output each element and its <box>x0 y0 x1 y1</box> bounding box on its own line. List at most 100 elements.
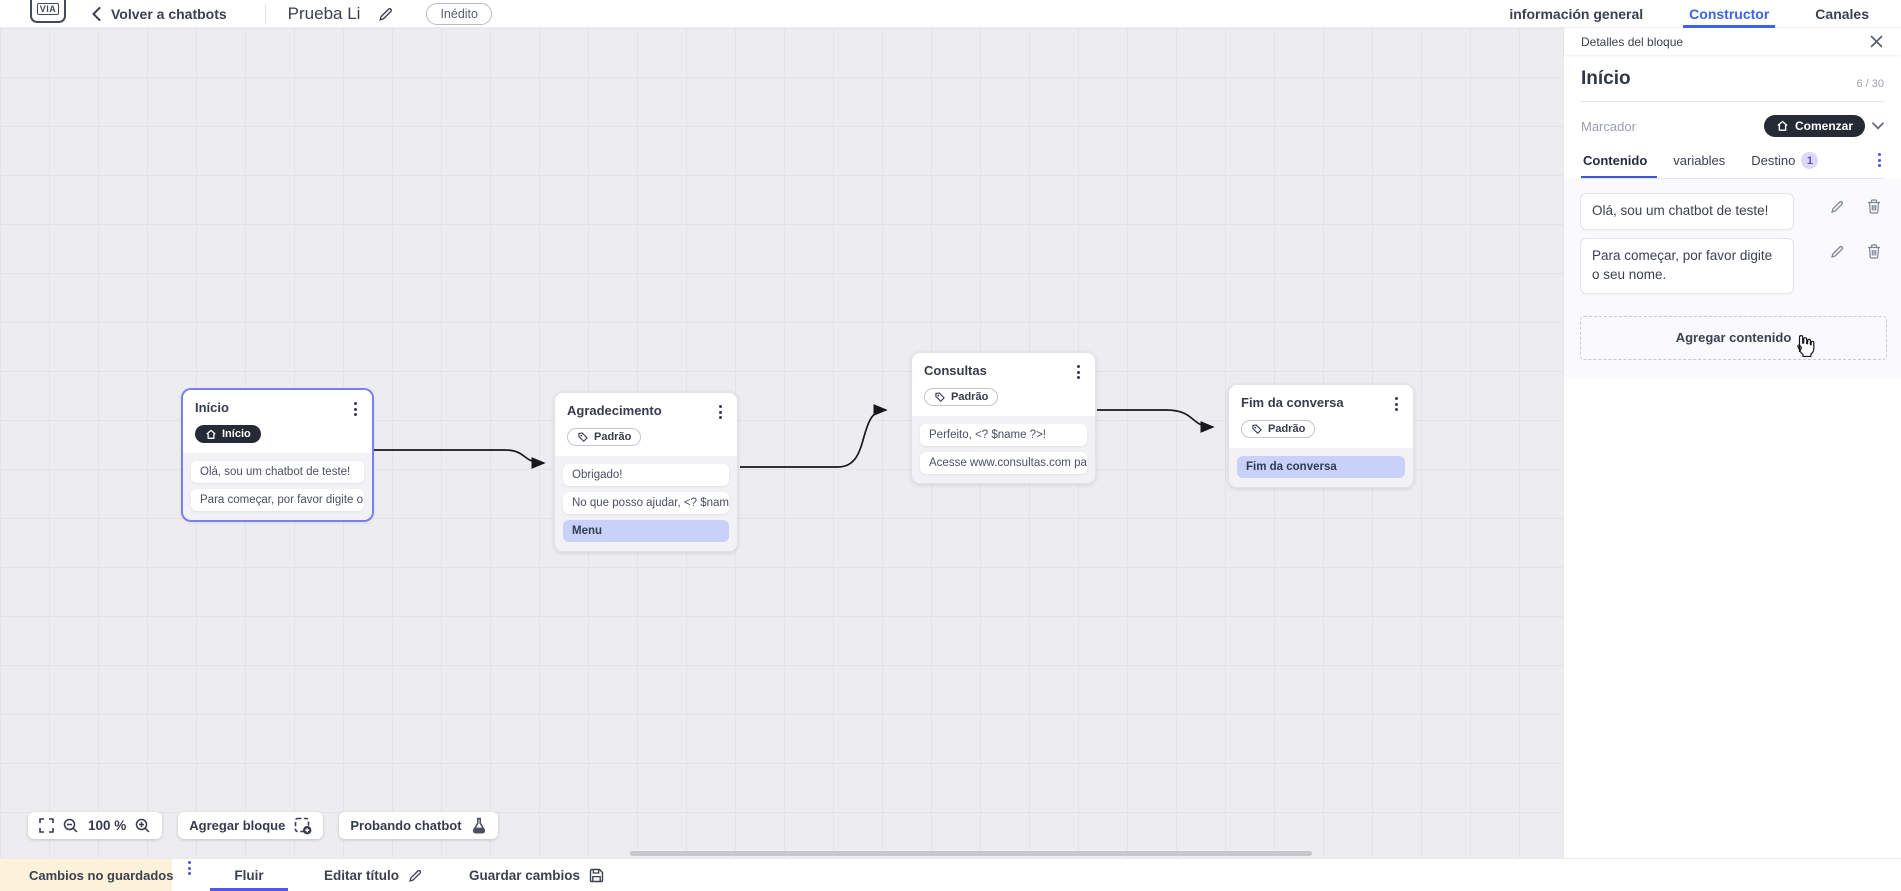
block-message-item[interactable]: Para começar, por favor digite o ... <box>191 488 364 511</box>
chevron-down-icon[interactable] <box>1872 122 1884 130</box>
tab-canales[interactable]: Canales <box>1815 6 1869 22</box>
tag-icon <box>934 391 946 403</box>
zoom-level-value: 100 % <box>88 818 127 833</box>
block-type-badge: Padrão <box>924 388 999 406</box>
fit-screen-icon[interactable] <box>39 818 54 833</box>
flow-kebab-menu-icon[interactable] <box>185 859 194 891</box>
block-name: Início <box>1581 68 1631 89</box>
content-row: Olá, sou um chatbot de teste! <box>1580 193 1887 230</box>
flow-canvas[interactable]: Início Início Olá, sou um chatbot de tes… <box>0 28 1565 858</box>
save-changes-label: Guardar cambios <box>469 867 581 883</box>
block-header: Início Início <box>183 390 372 453</box>
tab-constructor[interactable]: Constructor <box>1683 0 1776 28</box>
block-type-badge: Início <box>195 425 261 443</box>
add-block-button[interactable]: Agregar bloque <box>178 812 324 839</box>
canvas-toolbar: 100 % Agregar bloque Probando chatbot <box>28 812 498 839</box>
top-header: VIA Volver a chatbots Prueba Li Inédito … <box>0 0 1901 28</box>
home-icon <box>1777 120 1788 131</box>
block-title: Início <box>195 400 229 415</box>
panel-kebab-menu-icon[interactable] <box>1875 151 1884 169</box>
flask-icon <box>472 817 485 834</box>
tab-destino[interactable]: Destino 1 <box>1751 152 1819 178</box>
edit-pencil-icon[interactable] <box>1830 244 1845 259</box>
kebab-menu-icon[interactable] <box>1392 395 1401 413</box>
block-message-item[interactable]: Acesse www.consultas.com par... <box>920 452 1087 474</box>
block-details-panel: Detalles del bloque Início 6 / 30 Marcad… <box>1563 28 1901 858</box>
content-text-card[interactable]: Olá, sou um chatbot de teste! <box>1580 193 1794 230</box>
trash-icon[interactable] <box>1867 244 1881 259</box>
add-block-icon <box>295 817 312 834</box>
unsaved-changes-label: Cambios no guardados <box>29 867 174 883</box>
add-content-button[interactable]: Agregar contenido <box>1580 315 1887 360</box>
chevron-left-icon <box>92 7 101 21</box>
marker-value: Comenzar <box>1794 119 1853 133</box>
block-title: Consultas <box>924 363 987 378</box>
back-to-chatbots-button[interactable]: Volver a chatbots <box>92 6 227 22</box>
marker-label: Marcador <box>1581 118 1636 134</box>
marker-value-button[interactable]: Comenzar <box>1763 115 1865 137</box>
edit-pencil-icon[interactable] <box>1830 199 1845 214</box>
block-type-badge: Padrão <box>567 428 642 446</box>
block-message-item[interactable]: Olá, sou um chatbot de teste! <box>191 460 364 483</box>
block-header: Agradecimento Padrão <box>555 393 737 456</box>
zoom-controls: 100 % <box>28 812 163 839</box>
close-icon[interactable] <box>1870 35 1883 48</box>
tab-fluir[interactable]: Fluir <box>210 859 288 891</box>
kebab-menu-icon[interactable] <box>716 403 725 421</box>
kebab-menu-icon[interactable] <box>1074 363 1083 381</box>
connection-wires <box>373 404 1215 469</box>
save-icon <box>589 868 604 882</box>
block-header: Consultas Padrão <box>912 353 1095 416</box>
canvas-horizontal-scrollbar[interactable] <box>630 851 1312 856</box>
flow-block-agradecimento[interactable]: Agradecimento Padrão Obrigado! No que pos… <box>554 392 738 552</box>
panel-tabs: Contenido variables Destino 1 <box>1580 151 1884 179</box>
connection-arrow <box>1097 409 1215 433</box>
zoom-out-icon[interactable] <box>63 818 79 834</box>
block-body: Olá, sou um chatbot de teste! Para começa… <box>183 453 372 520</box>
block-menu-item[interactable]: Fim da conversa <box>1237 456 1405 478</box>
save-changes-button[interactable]: Guardar cambios <box>469 859 604 891</box>
test-chatbot-label: Probando chatbot <box>350 818 462 833</box>
block-menu-item[interactable]: Menu <box>563 520 729 542</box>
header-divider <box>264 4 266 24</box>
block-message-item[interactable]: No que posso ajudar, <? $name ... <box>563 492 729 514</box>
block-header: Fim da conversa Padrão <box>1229 385 1413 448</box>
header-tabs: información general Constructor Canales <box>1509 0 1901 28</box>
content-text-card[interactable]: Para começar, por favor digite o seu nom… <box>1580 237 1794 294</box>
char-counter: 6 / 30 <box>1856 78 1884 90</box>
block-message-item[interactable]: Perfeito, <? $name ?>! <box>920 424 1087 446</box>
edit-title-pencil-icon[interactable] <box>378 6 394 22</box>
block-title: Fim da conversa <box>1241 395 1344 410</box>
tab-variables[interactable]: variables <box>1673 153 1726 168</box>
block-body: Obrigado! No que posso ajudar, <? $name .… <box>555 456 737 551</box>
flow-block-fim[interactable]: Fim da conversa Padrão Fim da conversa <box>1228 384 1414 488</box>
tab-informacion-general[interactable]: información general <box>1509 6 1644 22</box>
flow-block-inicio[interactable]: Início Início Olá, sou um chatbot de tes… <box>182 389 373 521</box>
home-icon <box>205 429 217 440</box>
chatbot-title: Prueba Li <box>287 4 361 23</box>
zoom-in-icon[interactable] <box>135 818 151 834</box>
app-logo-icon: VIA <box>30 0 66 23</box>
unsaved-changes-status: Cambios no guardados <box>0 859 174 891</box>
content-row: Para começar, por favor digite o seu nom… <box>1580 237 1887 294</box>
bottom-bar: Cambios no guardados Fluir Editar título… <box>0 858 1901 891</box>
panel-title: Detalles del bloque <box>1581 34 1684 49</box>
block-body: Fim da conversa <box>1229 448 1413 487</box>
add-block-label: Agregar bloque <box>189 818 286 833</box>
block-type-badge: Padrão <box>1241 420 1316 438</box>
flow-block-consultas[interactable]: Consultas Padrão Perfeito, <? $name ?>! A… <box>911 352 1096 484</box>
tab-contenido[interactable]: Contenido <box>1580 153 1658 178</box>
tag-icon <box>1251 423 1263 435</box>
tag-icon <box>577 431 589 443</box>
block-title: Agradecimento <box>567 403 662 418</box>
connection-arrow <box>373 449 546 469</box>
destino-count-badge: 1 <box>1801 152 1819 169</box>
test-chatbot-button[interactable]: Probando chatbot <box>339 812 498 839</box>
kebab-menu-icon[interactable] <box>351 400 360 418</box>
block-message-item[interactable]: Obrigado! <box>563 464 729 486</box>
connection-arrow <box>740 404 888 468</box>
trash-icon[interactable] <box>1867 199 1881 214</box>
edit-title-button[interactable]: Editar título <box>324 859 423 891</box>
content-list: Olá, sou um chatbot de teste! Para começ… <box>1564 179 1901 378</box>
